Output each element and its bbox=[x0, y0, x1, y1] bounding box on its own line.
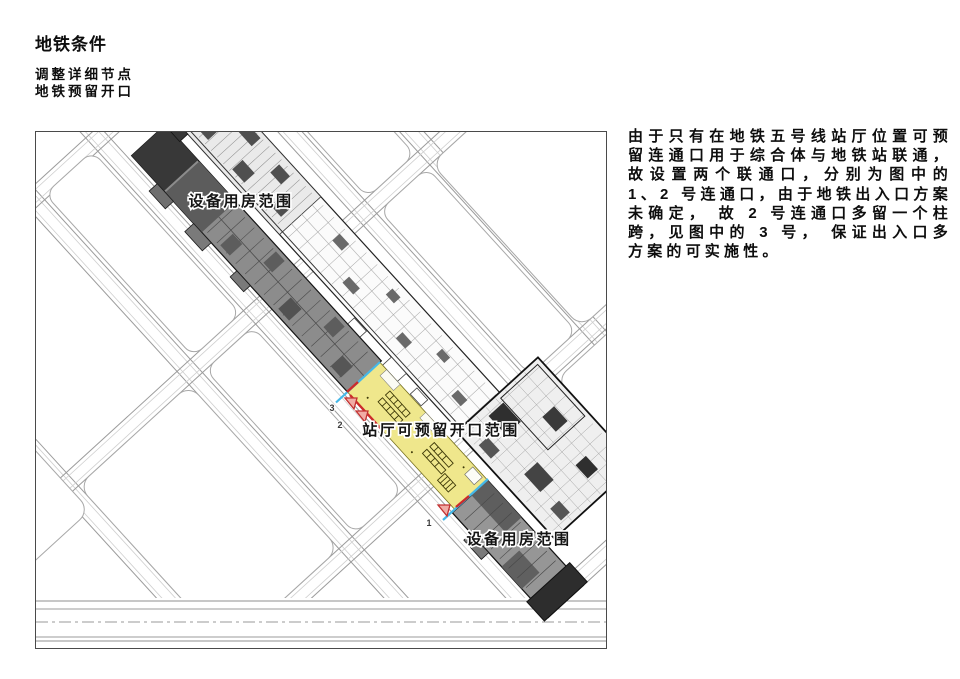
block-top bbox=[436, 132, 606, 323]
annotations: 3 2 1 设备用房范围 站厅可预留开口范围 设备用房范围 bbox=[187, 190, 571, 549]
block-center-mid bbox=[209, 331, 398, 530]
map-label-equipment-lower: 设备用房范围 bbox=[466, 530, 571, 548]
street-grid bbox=[36, 132, 606, 648]
block-left-mid bbox=[49, 155, 237, 353]
metro-complex bbox=[130, 132, 606, 622]
red-edge-line-lower bbox=[455, 495, 470, 508]
concourse-rooms-mid bbox=[332, 233, 468, 407]
map-label-equipment-upper: 设备用房范围 bbox=[188, 192, 293, 210]
station-hall-highlight bbox=[346, 361, 489, 511]
site-plan-svg: 3 2 1 设备用房范围 站厅可预留开口范围 设备用房范围 bbox=[36, 132, 606, 648]
plan-dots bbox=[366, 396, 465, 469]
marker-triangle-1 bbox=[436, 504, 451, 518]
bottom-road bbox=[36, 598, 606, 648]
subtitle-line-2: 地铁预留开口 bbox=[35, 84, 134, 99]
corridor-structures bbox=[346, 317, 429, 407]
marker-triangle-2 bbox=[354, 410, 369, 424]
equipment-strip-upper bbox=[130, 132, 383, 393]
page-title: 地铁条件 bbox=[35, 35, 107, 54]
marker-label-3: 3 bbox=[329, 403, 334, 413]
perpendicular-road-inner-lines bbox=[36, 132, 606, 648]
block-upper-1 bbox=[223, 132, 411, 194]
block-upper-2 bbox=[384, 172, 573, 371]
page-subtitle: 调整详细节点 地铁预留开口 bbox=[35, 66, 134, 100]
marker-label-1: 1 bbox=[426, 518, 431, 528]
equipment-strip-lower bbox=[451, 479, 588, 622]
marker-triangle-3 bbox=[343, 397, 358, 411]
site-plan-figure: 3 2 1 设备用房范围 站厅可预留开口范围 设备用房范围 bbox=[35, 131, 607, 649]
red-edge-nub-upper bbox=[346, 381, 359, 393]
map-label-station-hall: 站厅可预留开口范围 bbox=[362, 421, 520, 439]
description-paragraph: 由于只有在地铁五号线站厅位置可预留连通口用于综合体与地铁站联通，故设置两个联通口… bbox=[628, 128, 952, 261]
terminal-rooms bbox=[478, 402, 599, 521]
marker-label-2: 2 bbox=[337, 420, 342, 430]
concourse-rooms-dark bbox=[197, 132, 290, 217]
east-terminal-block bbox=[455, 356, 606, 540]
block-bottom-left bbox=[36, 201, 85, 648]
subtitle-line-1: 调整详细节点 bbox=[35, 67, 134, 82]
city-blocks bbox=[36, 132, 606, 648]
equipment-rooms bbox=[220, 233, 353, 378]
escalator-symbols bbox=[377, 390, 457, 493]
